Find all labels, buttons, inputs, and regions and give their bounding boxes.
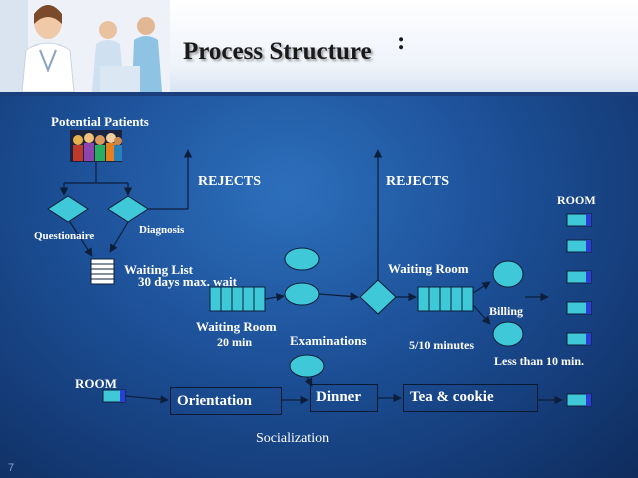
orientation-label: Orientation <box>177 393 252 409</box>
room-column <box>566 213 592 346</box>
diagnosis-diamond <box>107 195 149 223</box>
waiting-room-right-label: Waiting Room <box>388 261 469 276</box>
page-number: 7 <box>8 462 15 474</box>
waiting-list-label: Waiting List <box>124 262 193 277</box>
room-bottom-right <box>566 393 592 407</box>
questionaire-label: Questionaire <box>34 230 95 242</box>
billing-label: Billing <box>489 304 524 318</box>
exam-time-label: 5/10 minutes <box>409 338 475 352</box>
potential-patients-label: Potential Patients <box>51 114 149 129</box>
billing-oval-1 <box>492 260 524 288</box>
orientation-box <box>170 387 282 415</box>
room-bottom-left <box>102 389 126 403</box>
room-slot-2 <box>566 239 592 253</box>
examination-oval-3 <box>289 354 325 378</box>
tea-cookie-box <box>403 384 538 412</box>
billing-time-label: Less than 10 min. <box>494 354 585 368</box>
examination-oval-1 <box>284 247 320 271</box>
room-slot-5 <box>566 332 592 346</box>
patients-branch-arrows <box>59 162 133 196</box>
waiting-room-left-label: Waiting Room <box>196 319 277 334</box>
dinner-label: Dinner <box>316 389 361 405</box>
billing-oval-2 <box>492 321 524 347</box>
slide-title: Process Structure <box>183 38 372 65</box>
waiting-list-icon <box>90 258 115 285</box>
medical-staff-photo <box>0 0 170 92</box>
rejects-left-label: REJECTS <box>198 174 262 189</box>
tea-cookie-label: Tea & cookie <box>410 389 494 405</box>
slide-title-colon: : <box>397 28 406 55</box>
exam-to-decision-arrow <box>318 292 359 301</box>
room-slot-3 <box>566 270 592 284</box>
waiting-room-queue <box>209 286 266 312</box>
questionaire-diamond <box>47 195 89 223</box>
waiting-room-left-time: 20 min <box>217 335 253 349</box>
room-slot-4 <box>566 301 592 315</box>
room-slot-1 <box>566 213 592 227</box>
patients-crowd-icon <box>70 130 122 162</box>
examinations-label: Examinations <box>290 333 367 348</box>
dinner-box <box>310 384 378 412</box>
diagnosis-label: Diagnosis <box>139 224 185 236</box>
socialization-label: Socialization <box>256 431 330 446</box>
queue-to-billing-arrow-1 <box>472 281 491 294</box>
header-divider <box>0 92 638 96</box>
queue-to-billing-arrow-2 <box>472 304 491 325</box>
diamonds-to-waiting-list-arrows <box>69 221 129 257</box>
room-bottom-label: ROOM <box>75 376 117 391</box>
room-to-orientation-arrow <box>124 395 169 404</box>
rejects-left-arrow <box>148 149 193 210</box>
billing-waiting-queue <box>417 286 474 312</box>
rejects-right-label: REJECTS <box>386 174 450 189</box>
queue-to-exam-arrow <box>264 293 285 302</box>
examination-oval-2 <box>284 282 320 306</box>
decision-diamond <box>359 279 397 315</box>
waiting-list-note: 30 days max. wait <box>138 274 237 289</box>
room-top-label: ROOM <box>557 193 596 207</box>
